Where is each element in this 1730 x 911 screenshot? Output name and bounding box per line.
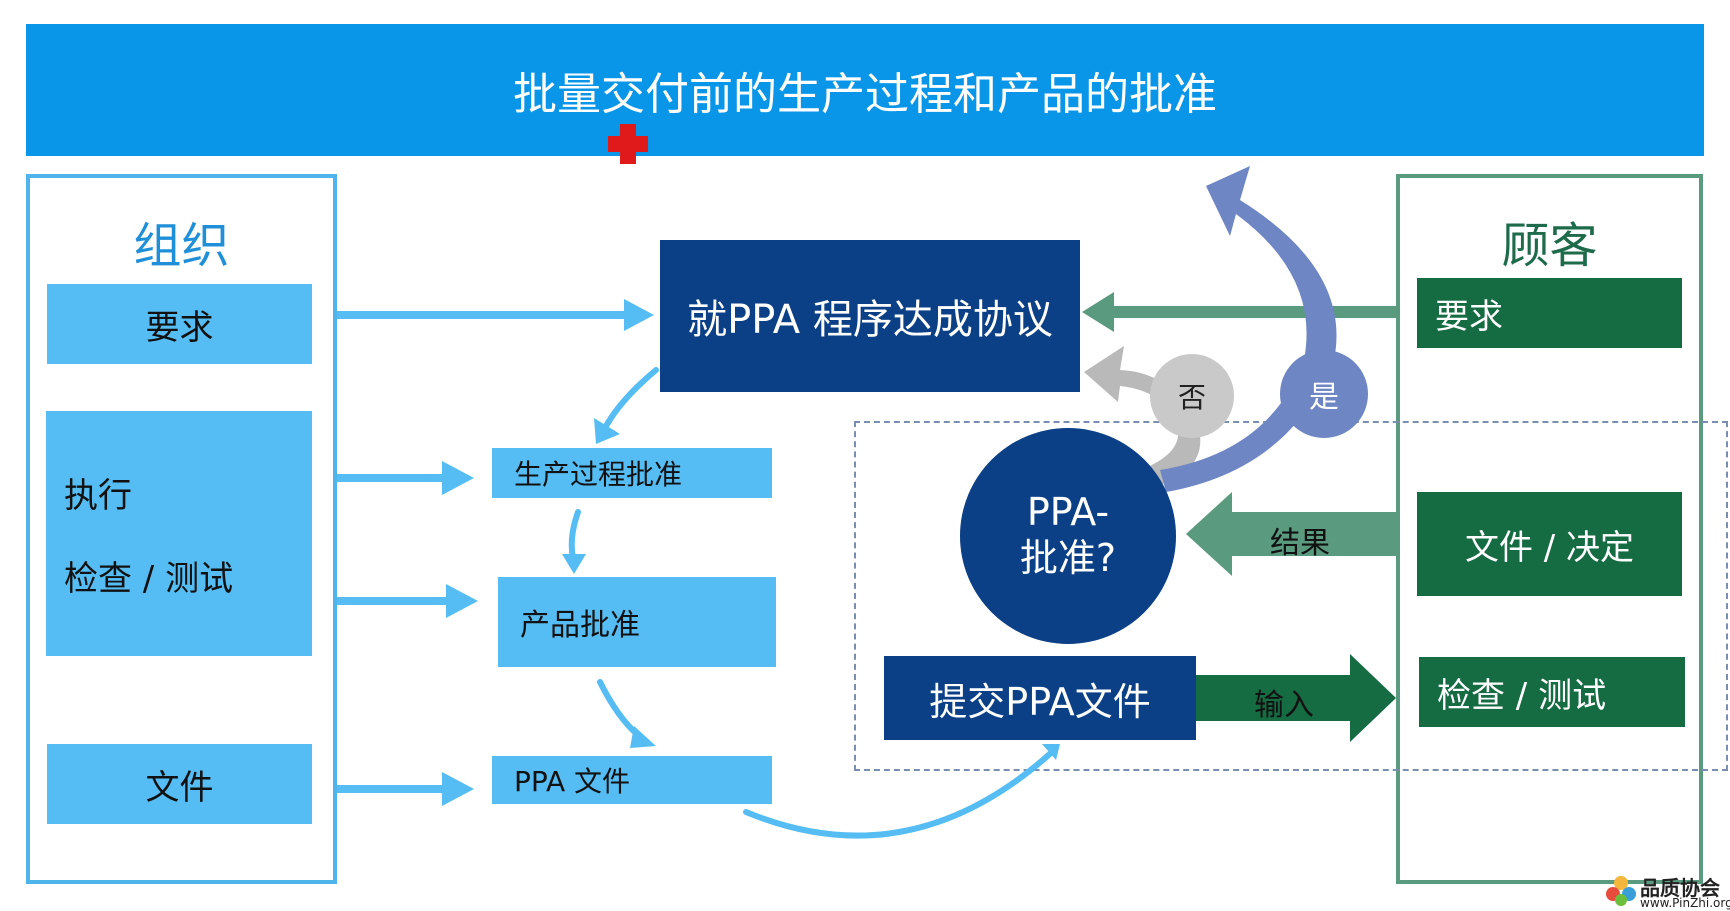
yes-decision-badge: 是 <box>1280 350 1368 438</box>
product-approval-box: 产品批准 <box>498 577 776 667</box>
customer-decision-box: 文件 / 决定 <box>1417 492 1682 596</box>
submit-ppa-box: 提交PPA文件 <box>884 656 1196 740</box>
logo-name: 品质协会 <box>1640 876 1720 900</box>
submit-ppa-label: 提交PPA文件 <box>929 679 1151 724</box>
customer-requirements-label: 要求 <box>1435 296 1503 337</box>
process-approval-box: 生产过程批准 <box>492 448 772 498</box>
org-requirements-label: 要求 <box>145 307 214 348</box>
result-label: 结果 <box>1270 526 1330 561</box>
logo-url: www.PinZhi.org <box>1640 896 1730 910</box>
org-requirements-box: 要求 <box>47 284 312 364</box>
organization-panel <box>26 174 337 884</box>
ppa-question-line1: PPA- <box>1026 490 1110 535</box>
flower-icon <box>1606 876 1636 906</box>
org-inspection-label: 检查 / 测试 <box>64 558 234 599</box>
customer-title: 顾客 <box>1501 218 1598 274</box>
yes-label: 是 <box>1309 380 1339 415</box>
ppa-agreement-label: 就PPA 程序达成协议 <box>687 297 1053 343</box>
process-approval-label: 生产过程批准 <box>514 458 683 491</box>
customer-requirements-box: 要求 <box>1417 278 1682 348</box>
title-banner: 批量交付前的生产过程和产品的批准 <box>26 24 1704 156</box>
org-execution-label: 执行 <box>64 475 132 516</box>
customer-panel <box>1396 174 1703 884</box>
no-label: 否 <box>1177 381 1206 414</box>
pinzhi-logo: 品质协会 www.PinZhi.org <box>1604 872 1730 910</box>
ppa-documents-box: PPA 文件 <box>492 756 772 804</box>
org-execution-box: 执行 检查 / 测试 <box>46 411 312 656</box>
customer-inspection-label: 检查 / 测试 <box>1437 675 1607 716</box>
organization-title: 组织 <box>133 218 230 274</box>
customer-decision-label: 文件 / 决定 <box>1464 527 1635 568</box>
ppa-agreement-box: 就PPA 程序达成协议 <box>660 240 1080 392</box>
no-decision-badge: 否 <box>1150 354 1234 438</box>
product-approval-label: 产品批准 <box>520 608 640 643</box>
org-documents-box: 文件 <box>47 744 312 824</box>
page-title: 批量交付前的生产过程和产品的批准 <box>513 69 1217 120</box>
ppa-approval-decision: PPA- 批准? <box>960 428 1176 644</box>
org-documents-label: 文件 <box>145 767 214 808</box>
red-cross-icon <box>604 120 652 168</box>
ppa-documents-label: PPA 文件 <box>514 765 631 798</box>
input-label: 输入 <box>1254 688 1314 723</box>
ppa-question-line2: 批准? <box>1019 536 1117 580</box>
customer-inspection-box: 检查 / 测试 <box>1419 657 1685 727</box>
